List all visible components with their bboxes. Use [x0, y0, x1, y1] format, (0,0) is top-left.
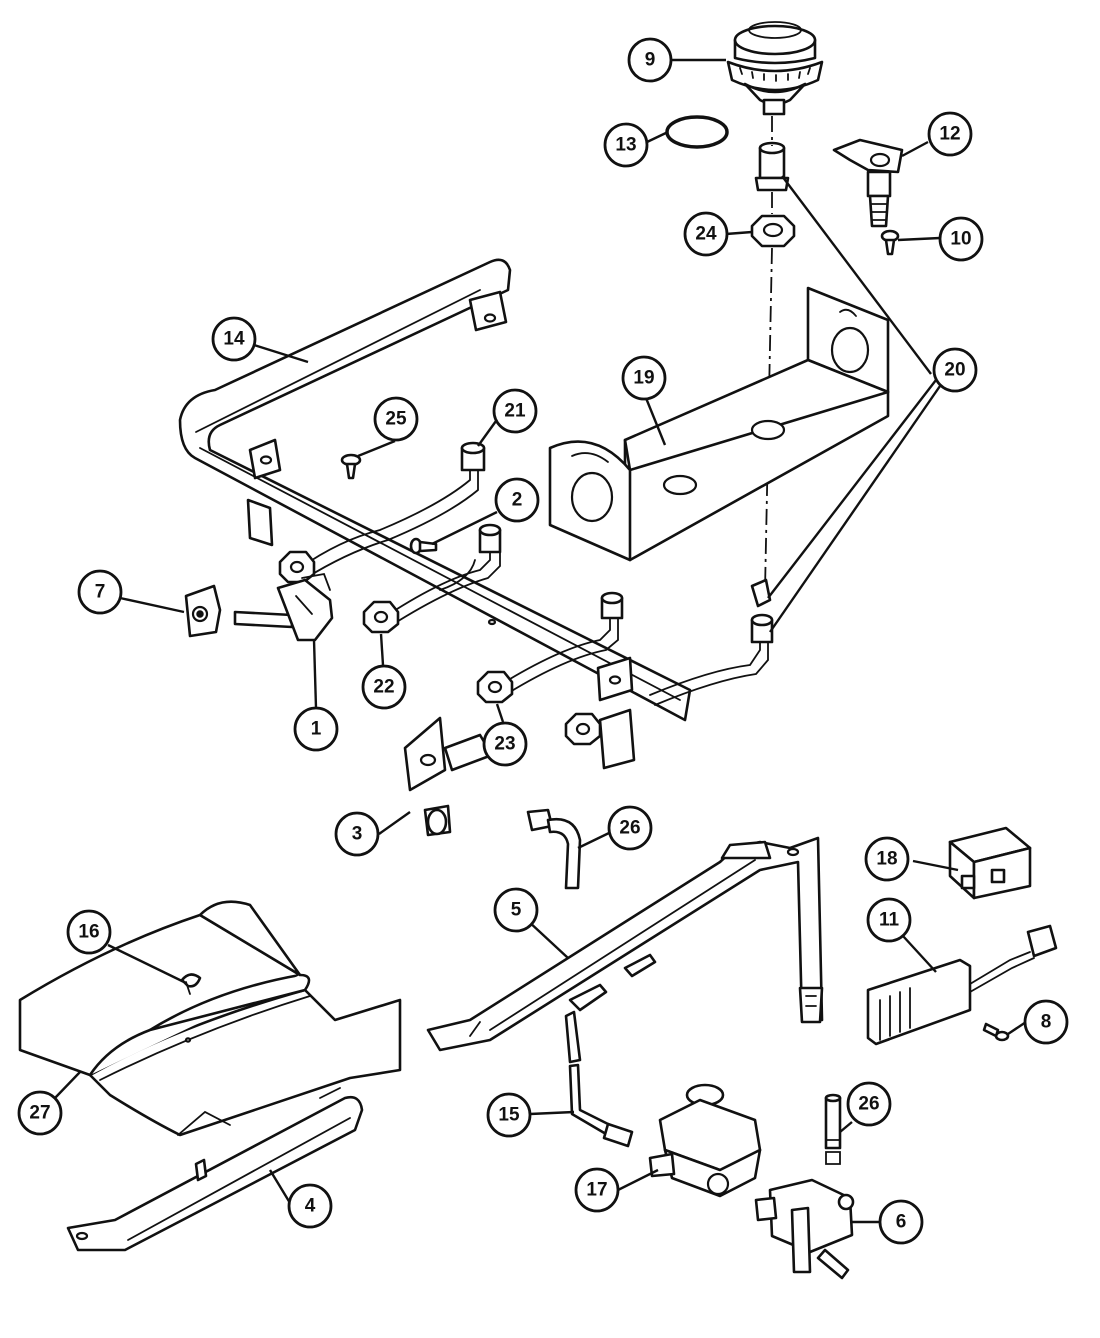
svg-text:4: 4 — [305, 1196, 316, 1217]
callout-6: 6 — [878, 1199, 924, 1245]
svg-text:20: 20 — [944, 360, 965, 381]
callout-10: 10 — [938, 216, 984, 262]
leader-lines — [54, 58, 1027, 1224]
callout-4: 4 — [287, 1183, 333, 1229]
part-orifice-top — [754, 141, 790, 192]
callout-26-lower: 26 — [846, 1081, 892, 1127]
svg-text:12: 12 — [939, 124, 960, 145]
callout-23: 23 — [482, 721, 528, 767]
callout-11: 11 — [866, 897, 912, 943]
callout-9: 9 — [627, 37, 673, 83]
svg-text:8: 8 — [1041, 1012, 1052, 1033]
svg-text:14: 14 — [223, 329, 245, 350]
part-spark-module — [948, 826, 1032, 900]
part-hex-nut-24 — [750, 214, 796, 248]
svg-text:24: 24 — [695, 224, 717, 245]
svg-text:5: 5 — [511, 900, 522, 921]
svg-text:25: 25 — [385, 409, 407, 430]
part-bent-tube-26 — [526, 808, 582, 890]
callout-8: 8 — [1023, 999, 1069, 1045]
part-screw-2 — [409, 537, 438, 555]
callout-7: 7 — [77, 569, 123, 615]
callout-13: 13 — [603, 122, 649, 168]
svg-text:22: 22 — [373, 677, 394, 698]
assembly-axis — [764, 116, 773, 591]
callout-5: 5 — [493, 887, 539, 933]
part-gas-valve — [754, 1178, 855, 1280]
callout-2: 2 — [494, 477, 540, 523]
callout-27: 27 — [17, 1090, 63, 1136]
callout-24: 24 — [683, 211, 729, 257]
svg-text:2: 2 — [512, 490, 523, 511]
svg-text:23: 23 — [494, 734, 515, 755]
callout-12: 12 — [927, 111, 973, 157]
svg-text:18: 18 — [876, 849, 897, 870]
callout-20: 20 — [932, 347, 978, 393]
part-burner-box — [548, 286, 890, 562]
svg-text:7: 7 — [95, 582, 106, 603]
callout-17: 17 — [574, 1167, 620, 1213]
svg-text:19: 19 — [633, 368, 654, 389]
part-flex-tube — [564, 953, 657, 1148]
svg-text:26: 26 — [619, 818, 640, 839]
part-orifice-holder — [403, 716, 501, 837]
svg-text:9: 9 — [645, 50, 656, 71]
callout-1: 1 — [293, 706, 339, 752]
svg-text:10: 10 — [950, 229, 971, 250]
part-o-ring — [665, 115, 729, 149]
svg-text:21: 21 — [504, 401, 526, 422]
part-burner-frame — [178, 258, 692, 770]
svg-text:6: 6 — [896, 1212, 907, 1233]
callout-18: 18 — [864, 836, 910, 882]
callout-3: 3 — [334, 811, 380, 857]
callout-25: 25 — [373, 396, 419, 442]
part-lower-burner — [66, 1087, 364, 1252]
svg-text:17: 17 — [586, 1180, 607, 1201]
callout-22: 22 — [361, 664, 407, 710]
part-burner-shield — [18, 900, 402, 1137]
svg-text:15: 15 — [498, 1105, 520, 1126]
part-burner-cap — [726, 21, 824, 116]
callout-26-upper: 26 — [607, 805, 653, 851]
part-screw-10 — [880, 229, 900, 256]
part-screw-8 — [982, 1022, 1010, 1042]
callout-14: 14 — [211, 316, 257, 362]
callout-19: 19 — [621, 355, 667, 401]
part-long-burner — [426, 836, 824, 1052]
callout-15: 15 — [486, 1092, 532, 1138]
part-igniter — [866, 924, 1058, 1046]
svg-text:11: 11 — [879, 910, 900, 931]
part-electrode-bracket — [832, 138, 904, 228]
part-screw-25 — [340, 453, 362, 480]
svg-text:16: 16 — [78, 922, 99, 943]
part-wing-clip — [180, 973, 202, 995]
callout-16: 16 — [66, 909, 112, 955]
part-clip-7 — [184, 584, 222, 638]
svg-text:1: 1 — [311, 719, 322, 740]
part-short-pipe-26 — [824, 1093, 842, 1165]
part-gas-tubes — [299, 441, 774, 706]
svg-text:3: 3 — [352, 824, 363, 845]
part-valve-bracket — [233, 572, 334, 642]
svg-text:13: 13 — [615, 135, 636, 156]
svg-text:27: 27 — [29, 1103, 50, 1124]
part-pressure-regulator — [648, 1083, 762, 1198]
svg-text:26: 26 — [858, 1094, 879, 1115]
part-tube-nuts — [278, 550, 602, 746]
callout-21: 21 — [492, 388, 538, 434]
